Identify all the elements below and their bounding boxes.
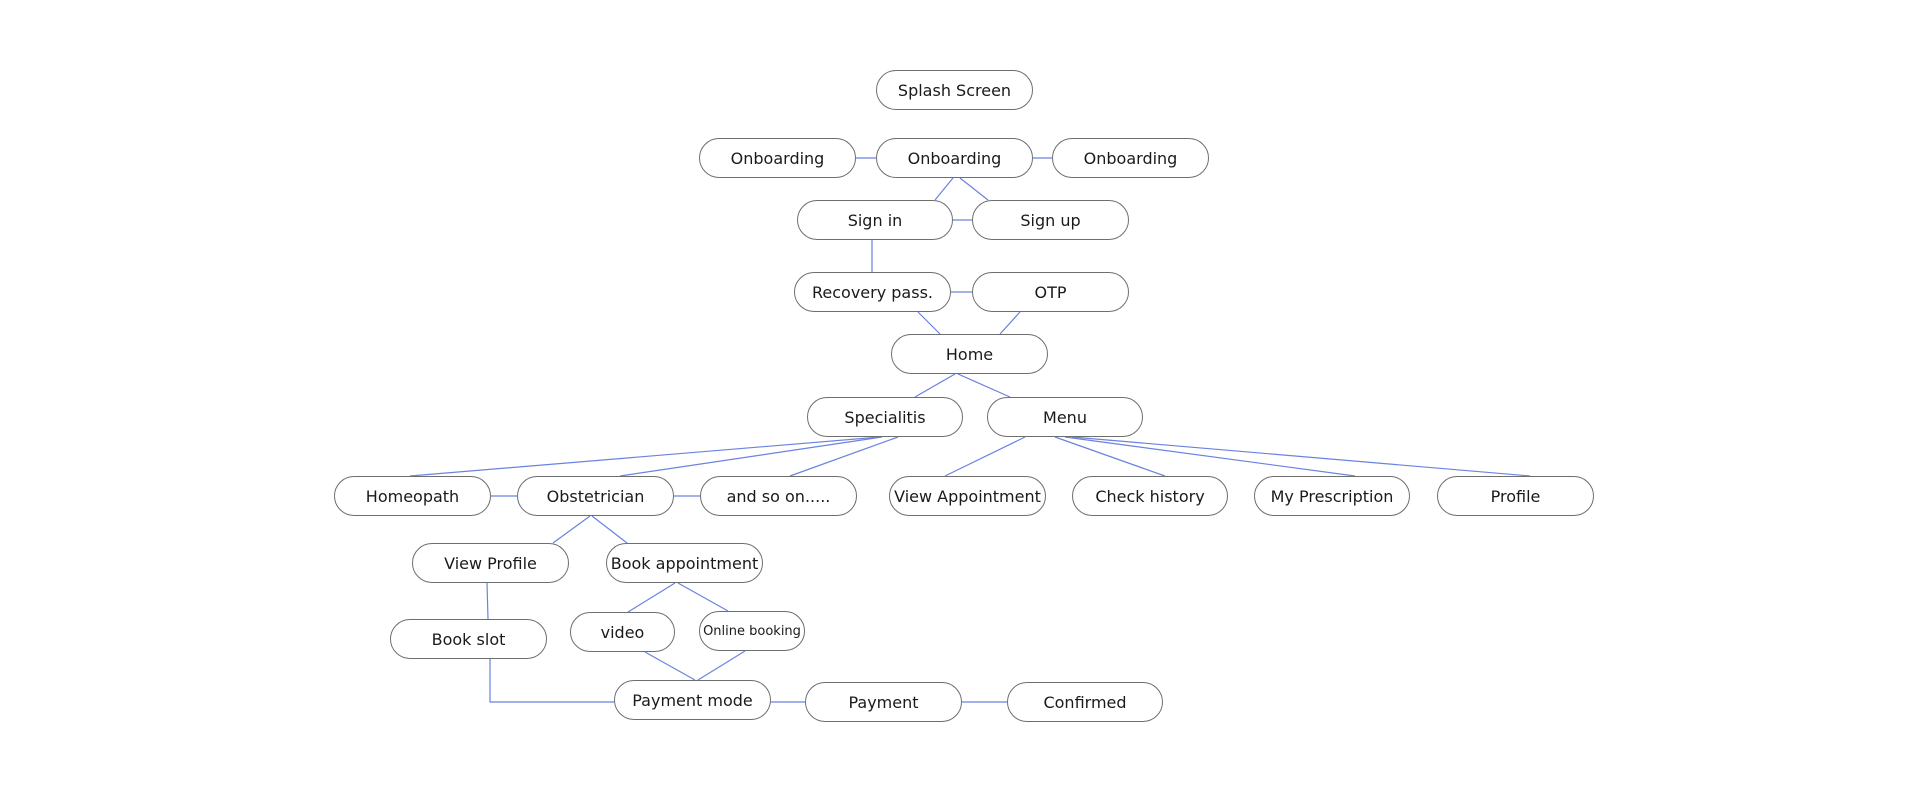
node-video[interactable]: video — [570, 612, 675, 652]
edge-online-paymode — [697, 650, 746, 681]
node-view-appointment[interactable]: View Appointment — [889, 476, 1046, 516]
edge-menu-viewappt — [944, 436, 1026, 477]
edge-otp-home — [999, 311, 1021, 335]
node-online-booking[interactable]: Online booking — [699, 611, 805, 651]
node-onboarding-center[interactable]: Onboarding — [876, 138, 1033, 178]
node-confirmed[interactable]: Confirmed — [1007, 682, 1163, 722]
edge-specialitis-andsoon — [789, 436, 899, 477]
node-book-appointment[interactable]: Book appointment — [606, 543, 763, 583]
edge-recovery-home — [917, 311, 941, 335]
edge-onboarding-signin — [934, 177, 954, 201]
node-menu[interactable]: Menu — [987, 397, 1143, 437]
node-sign-in[interactable]: Sign in — [797, 200, 953, 240]
edge-bookappt-video — [627, 582, 676, 613]
node-check-history[interactable]: Check history — [1072, 476, 1228, 516]
node-onboarding-left[interactable]: Onboarding — [699, 138, 856, 178]
edge-onboarding-signup — [959, 177, 989, 201]
edge-menu-profile — [1071, 436, 1531, 477]
edge-bookslot-paymode — [489, 659, 614, 703]
node-book-slot[interactable]: Book slot — [390, 619, 547, 659]
edge-menu-myrx — [1064, 436, 1356, 477]
node-homeopath[interactable]: Homeopath — [334, 476, 491, 516]
edge-obstetrician-viewprofile — [552, 515, 591, 544]
edge-home-specialitis — [914, 373, 956, 398]
node-otp[interactable]: OTP — [972, 272, 1129, 312]
edge-bookappt-online — [677, 582, 729, 612]
edge-menu-checkhist — [1054, 436, 1166, 477]
edge-specialitis-homeopath — [409, 436, 881, 477]
node-payment[interactable]: Payment — [805, 682, 962, 722]
node-home[interactable]: Home — [891, 334, 1048, 374]
node-profile[interactable]: Profile — [1437, 476, 1594, 516]
node-splash-screen[interactable]: Splash Screen — [876, 70, 1033, 110]
edge-video-paymode — [644, 651, 696, 681]
node-and-so-on[interactable]: and so on..... — [700, 476, 857, 516]
node-obstetrician[interactable]: Obstetrician — [517, 476, 674, 516]
node-sign-up[interactable]: Sign up — [972, 200, 1129, 240]
edge-obstetrician-bookappt — [591, 515, 628, 544]
node-view-profile[interactable]: View Profile — [412, 543, 569, 583]
edge-specialitis-obstetrician — [619, 436, 883, 477]
node-onboarding-right[interactable]: Onboarding — [1052, 138, 1209, 178]
node-specialitis[interactable]: Specialitis — [807, 397, 963, 437]
node-payment-mode[interactable]: Payment mode — [614, 680, 771, 720]
edge-viewprofile-bookslot — [486, 582, 489, 620]
node-recovery-pass[interactable]: Recovery pass. — [794, 272, 951, 312]
node-my-prescription[interactable]: My Prescription — [1254, 476, 1410, 516]
edge-home-menu — [957, 373, 1011, 398]
